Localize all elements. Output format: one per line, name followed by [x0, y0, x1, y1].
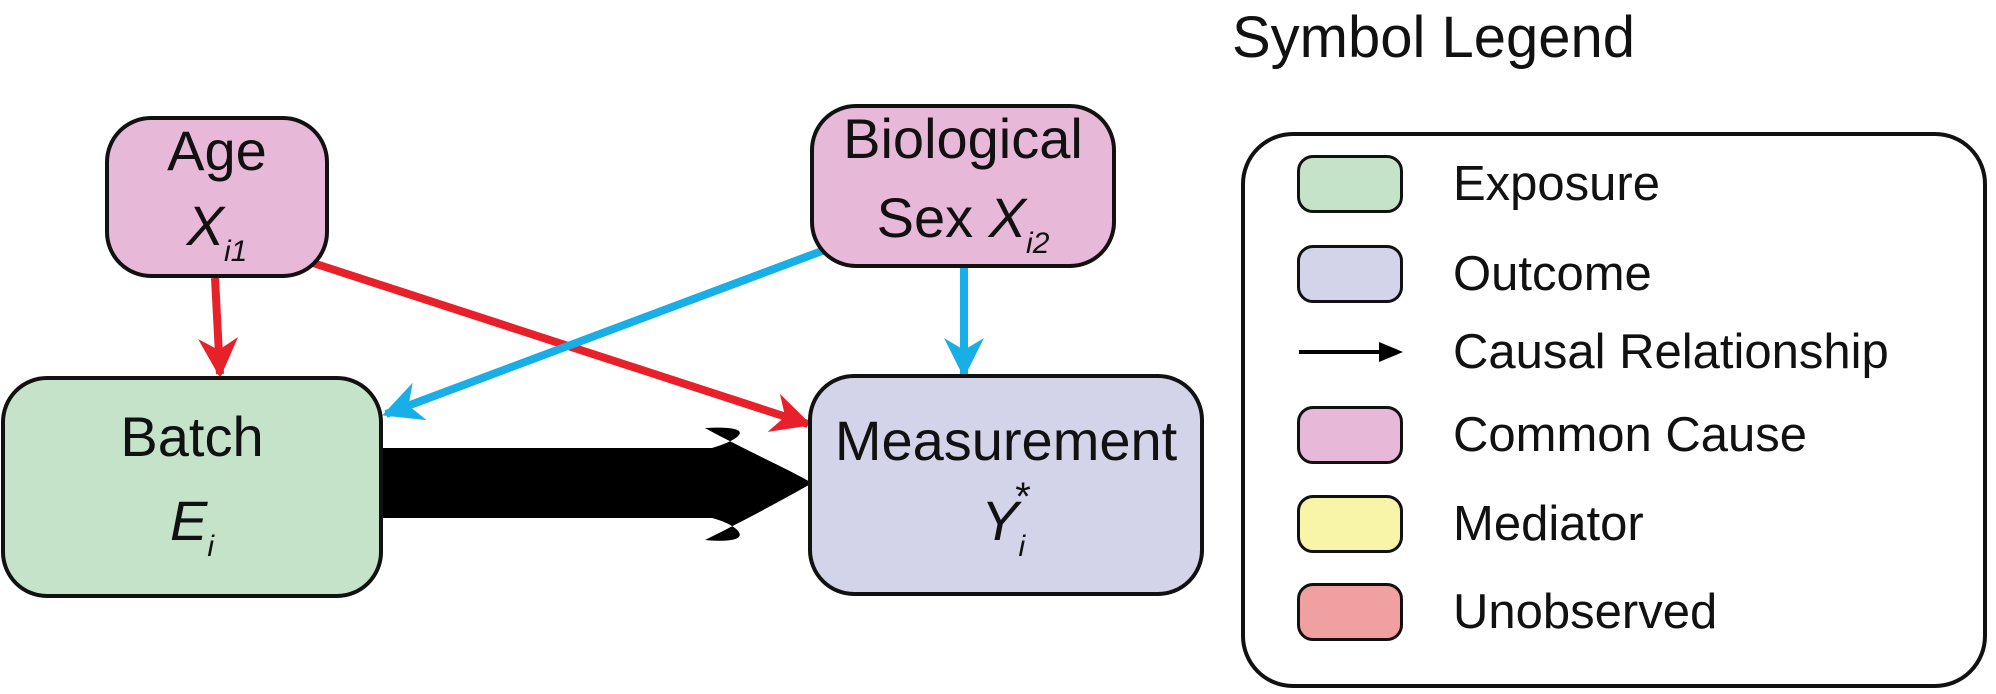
mediator-swatch: [1297, 495, 1403, 553]
node-sex-label-line1: Biological: [843, 107, 1083, 170]
legend-label-outcome: Outcome: [1453, 247, 1652, 301]
node-batch-subscript: i: [207, 530, 215, 563]
node-age: [105, 116, 329, 278]
outcome-swatch: [1297, 245, 1403, 303]
legend-item-exposure: Exposure: [1297, 152, 1660, 216]
legend-label-causal-relationship: Causal Relationship: [1453, 325, 1889, 379]
unobserved-swatch: [1297, 583, 1403, 641]
legend-item-mediator: Mediator: [1297, 492, 1644, 556]
node-age-subscript: i1: [224, 235, 247, 268]
edge-batch-to-measurement: [380, 427, 812, 541]
legend-item-causal-relationship: Causal Relationship: [1297, 320, 1889, 384]
node-age-label: Age: [167, 119, 267, 182]
node-measurement-subscript: i: [1019, 530, 1027, 563]
node-batch-variable: Ei: [170, 489, 215, 563]
edge-age-to-batch: [198, 277, 239, 378]
node-sex-subscript: i2: [1026, 227, 1050, 260]
causal-arrow-icon: [1299, 342, 1403, 362]
exposure-swatch: [1297, 155, 1403, 213]
node-sex-prefix: Sex: [877, 186, 989, 249]
legend-item-outcome: Outcome: [1297, 242, 1652, 306]
node-biological-sex: [810, 104, 1116, 268]
legend-title: Symbol Legend: [1232, 5, 1636, 70]
legend-label-exposure: Exposure: [1453, 157, 1661, 211]
node-sex-label-line2: Sex Xi2: [877, 186, 1050, 260]
edge-sex-to-batch: [382, 244, 832, 421]
symbol-legend: Exposure Outcome Causal Relationship Com…: [1241, 132, 1987, 688]
legend-label-mediator: Mediator: [1453, 497, 1644, 551]
legend-item-unobserved: Unobserved: [1297, 580, 1717, 644]
node-age-symbol: X: [185, 194, 227, 257]
node-sex-symbol: X: [987, 186, 1029, 249]
node-measurement-superscript: *: [1015, 475, 1031, 519]
legend-label-common-cause: Common Cause: [1453, 408, 1808, 462]
legend-item-common-cause: Common Cause: [1297, 403, 1807, 467]
node-measurement: [808, 374, 1204, 596]
node-measurement-symbol: Y: [981, 489, 1022, 552]
legend-label-unobserved: Unobserved: [1453, 585, 1718, 639]
node-batch-symbol: E: [170, 489, 208, 552]
common-cause-swatch: [1297, 406, 1403, 464]
node-batch-label: Batch: [120, 405, 263, 468]
edge-age-to-measurement: [308, 258, 812, 432]
node-age-variable: Xi1: [185, 194, 248, 268]
node-measurement-variable: Yi *: [981, 475, 1031, 563]
node-measurement-label: Measurement: [835, 409, 1178, 472]
node-batch: [1, 376, 383, 598]
